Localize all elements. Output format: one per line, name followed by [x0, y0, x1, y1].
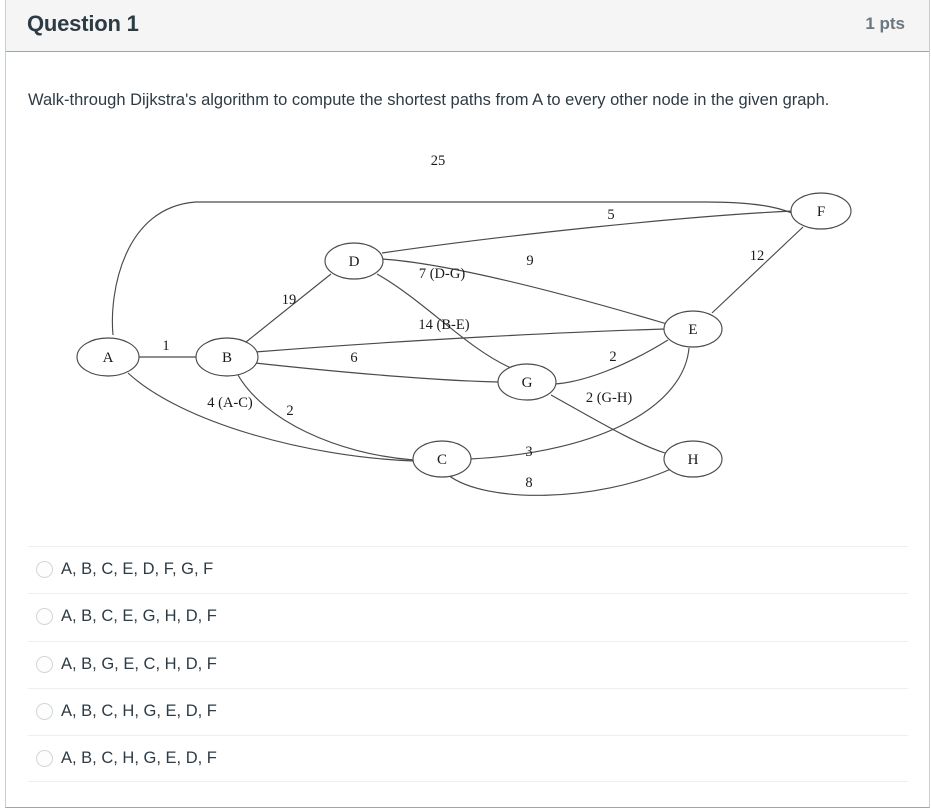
node-label-A: A	[103, 350, 114, 366]
edge-label-E-F: 12	[750, 248, 765, 264]
question-points: 1 pts	[865, 14, 905, 33]
edge-label-B-E: 14 (B-E)	[418, 317, 469, 333]
answer-option-5[interactable]: A, B, C, H, G, E, D, F	[28, 735, 908, 783]
edge-label-D-E: 9	[526, 253, 533, 269]
answer-option-2[interactable]: A, B, C, E, G, H, D, F	[28, 593, 908, 640]
edge-label-B-C: 2	[286, 403, 293, 419]
edge-A-C	[127, 372, 415, 462]
node-label-C: C	[437, 452, 447, 468]
graph-svg: 25 1 4 (A-C) 19 14 (B-E) 6 2 5 9 7 (D-G)…	[76, 153, 852, 496]
node-label-B: B	[222, 350, 232, 366]
edge-G-H	[550, 394, 666, 454]
edge-label-B-D: 19	[282, 292, 297, 308]
graph-edges	[111, 201, 804, 496]
radio-button-icon[interactable]	[36, 608, 53, 626]
edge-B-E	[254, 328, 666, 353]
edge-label-A-C: 4 (A-C)	[207, 395, 253, 411]
answer-option-4[interactable]: A, B, C, H, G, E, D, F	[28, 687, 908, 735]
question-prompt: Walk-through Dijkstra's algorithm to com…	[28, 91, 830, 109]
graph-diagram: 25 1 4 (A-C) 19 14 (B-E) 6 2 5 9 7 (D-G)…	[6, 152, 929, 552]
edge-D-G	[376, 273, 512, 369]
answer-option-label: A, B, C, E, D, F, G, F	[61, 560, 214, 578]
edge-D-F	[381, 210, 794, 254]
graph-node-F: F	[790, 192, 852, 230]
answer-option-label: A, B, G, E, C, H, D, F	[61, 654, 217, 673]
radio-button-icon[interactable]	[36, 655, 53, 673]
question-header: Question 1 1 pts	[6, 0, 929, 52]
edge-label-B-G: 6	[350, 350, 357, 366]
answer-option-label: A, B, C, H, G, E, D, F	[61, 749, 217, 768]
edge-label-E-G: 2	[609, 349, 616, 365]
edge-B-G	[254, 362, 500, 383]
edge-label-A-B: 1	[162, 338, 169, 354]
graph-nodes: A B C D E	[76, 192, 852, 478]
edge-E-G	[554, 339, 669, 385]
answer-option-label: A, B, C, H, G, E, D, F	[61, 701, 217, 720]
radio-button-icon[interactable]	[36, 561, 53, 578]
node-label-D: D	[349, 254, 360, 270]
answer-option-label: A, B, C, E, G, H, D, F	[61, 607, 217, 626]
graph-node-A: A	[76, 337, 140, 377]
radio-button-icon[interactable]	[36, 702, 53, 720]
graph-node-E: E	[663, 310, 723, 348]
node-label-G: G	[522, 375, 533, 391]
edge-label-C-H: 8	[525, 475, 532, 491]
question-card: Question 1 1 pts Walk-through Dijkstra's…	[5, 0, 930, 808]
edge-label-G-H: 2 (G-H)	[586, 390, 632, 406]
edge-B-D	[245, 273, 332, 343]
edge-label-D-F: 5	[607, 207, 614, 223]
graph-node-G: G	[497, 363, 557, 401]
node-label-H: H	[688, 452, 699, 468]
edge-label-A-F: 25	[431, 153, 446, 169]
answer-option-3[interactable]: A, B, G, E, C, H, D, F	[28, 640, 908, 688]
edge-label-D-G: 7 (D-G)	[419, 266, 465, 282]
edge-D-E	[381, 258, 668, 325]
graph-node-D: D	[324, 242, 384, 280]
node-label-E: E	[688, 322, 697, 338]
edge-A-F	[111, 201, 800, 336]
node-label-F: F	[817, 204, 825, 220]
graph-node-C: C	[412, 440, 472, 478]
edge-label-E-C: 3	[525, 444, 532, 460]
answer-options-list: A, B, C, E, D, F, G, F A, B, C, E, G, H,…	[28, 546, 908, 783]
graph-node-B: B	[195, 337, 259, 377]
page-title: Question 1	[27, 11, 139, 36]
edge-C-H	[447, 468, 672, 496]
radio-button-icon[interactable]	[36, 750, 53, 768]
graph-edge-labels: 25 1 4 (A-C) 19 14 (B-E) 6 2 5 9 7 (D-G)…	[162, 153, 764, 491]
edge-E-C	[469, 347, 690, 460]
edge-B-C	[237, 374, 415, 461]
graph-node-H: H	[663, 440, 723, 478]
edge-E-F	[711, 226, 804, 314]
answer-option-1[interactable]: A, B, C, E, D, F, G, F	[28, 546, 908, 593]
